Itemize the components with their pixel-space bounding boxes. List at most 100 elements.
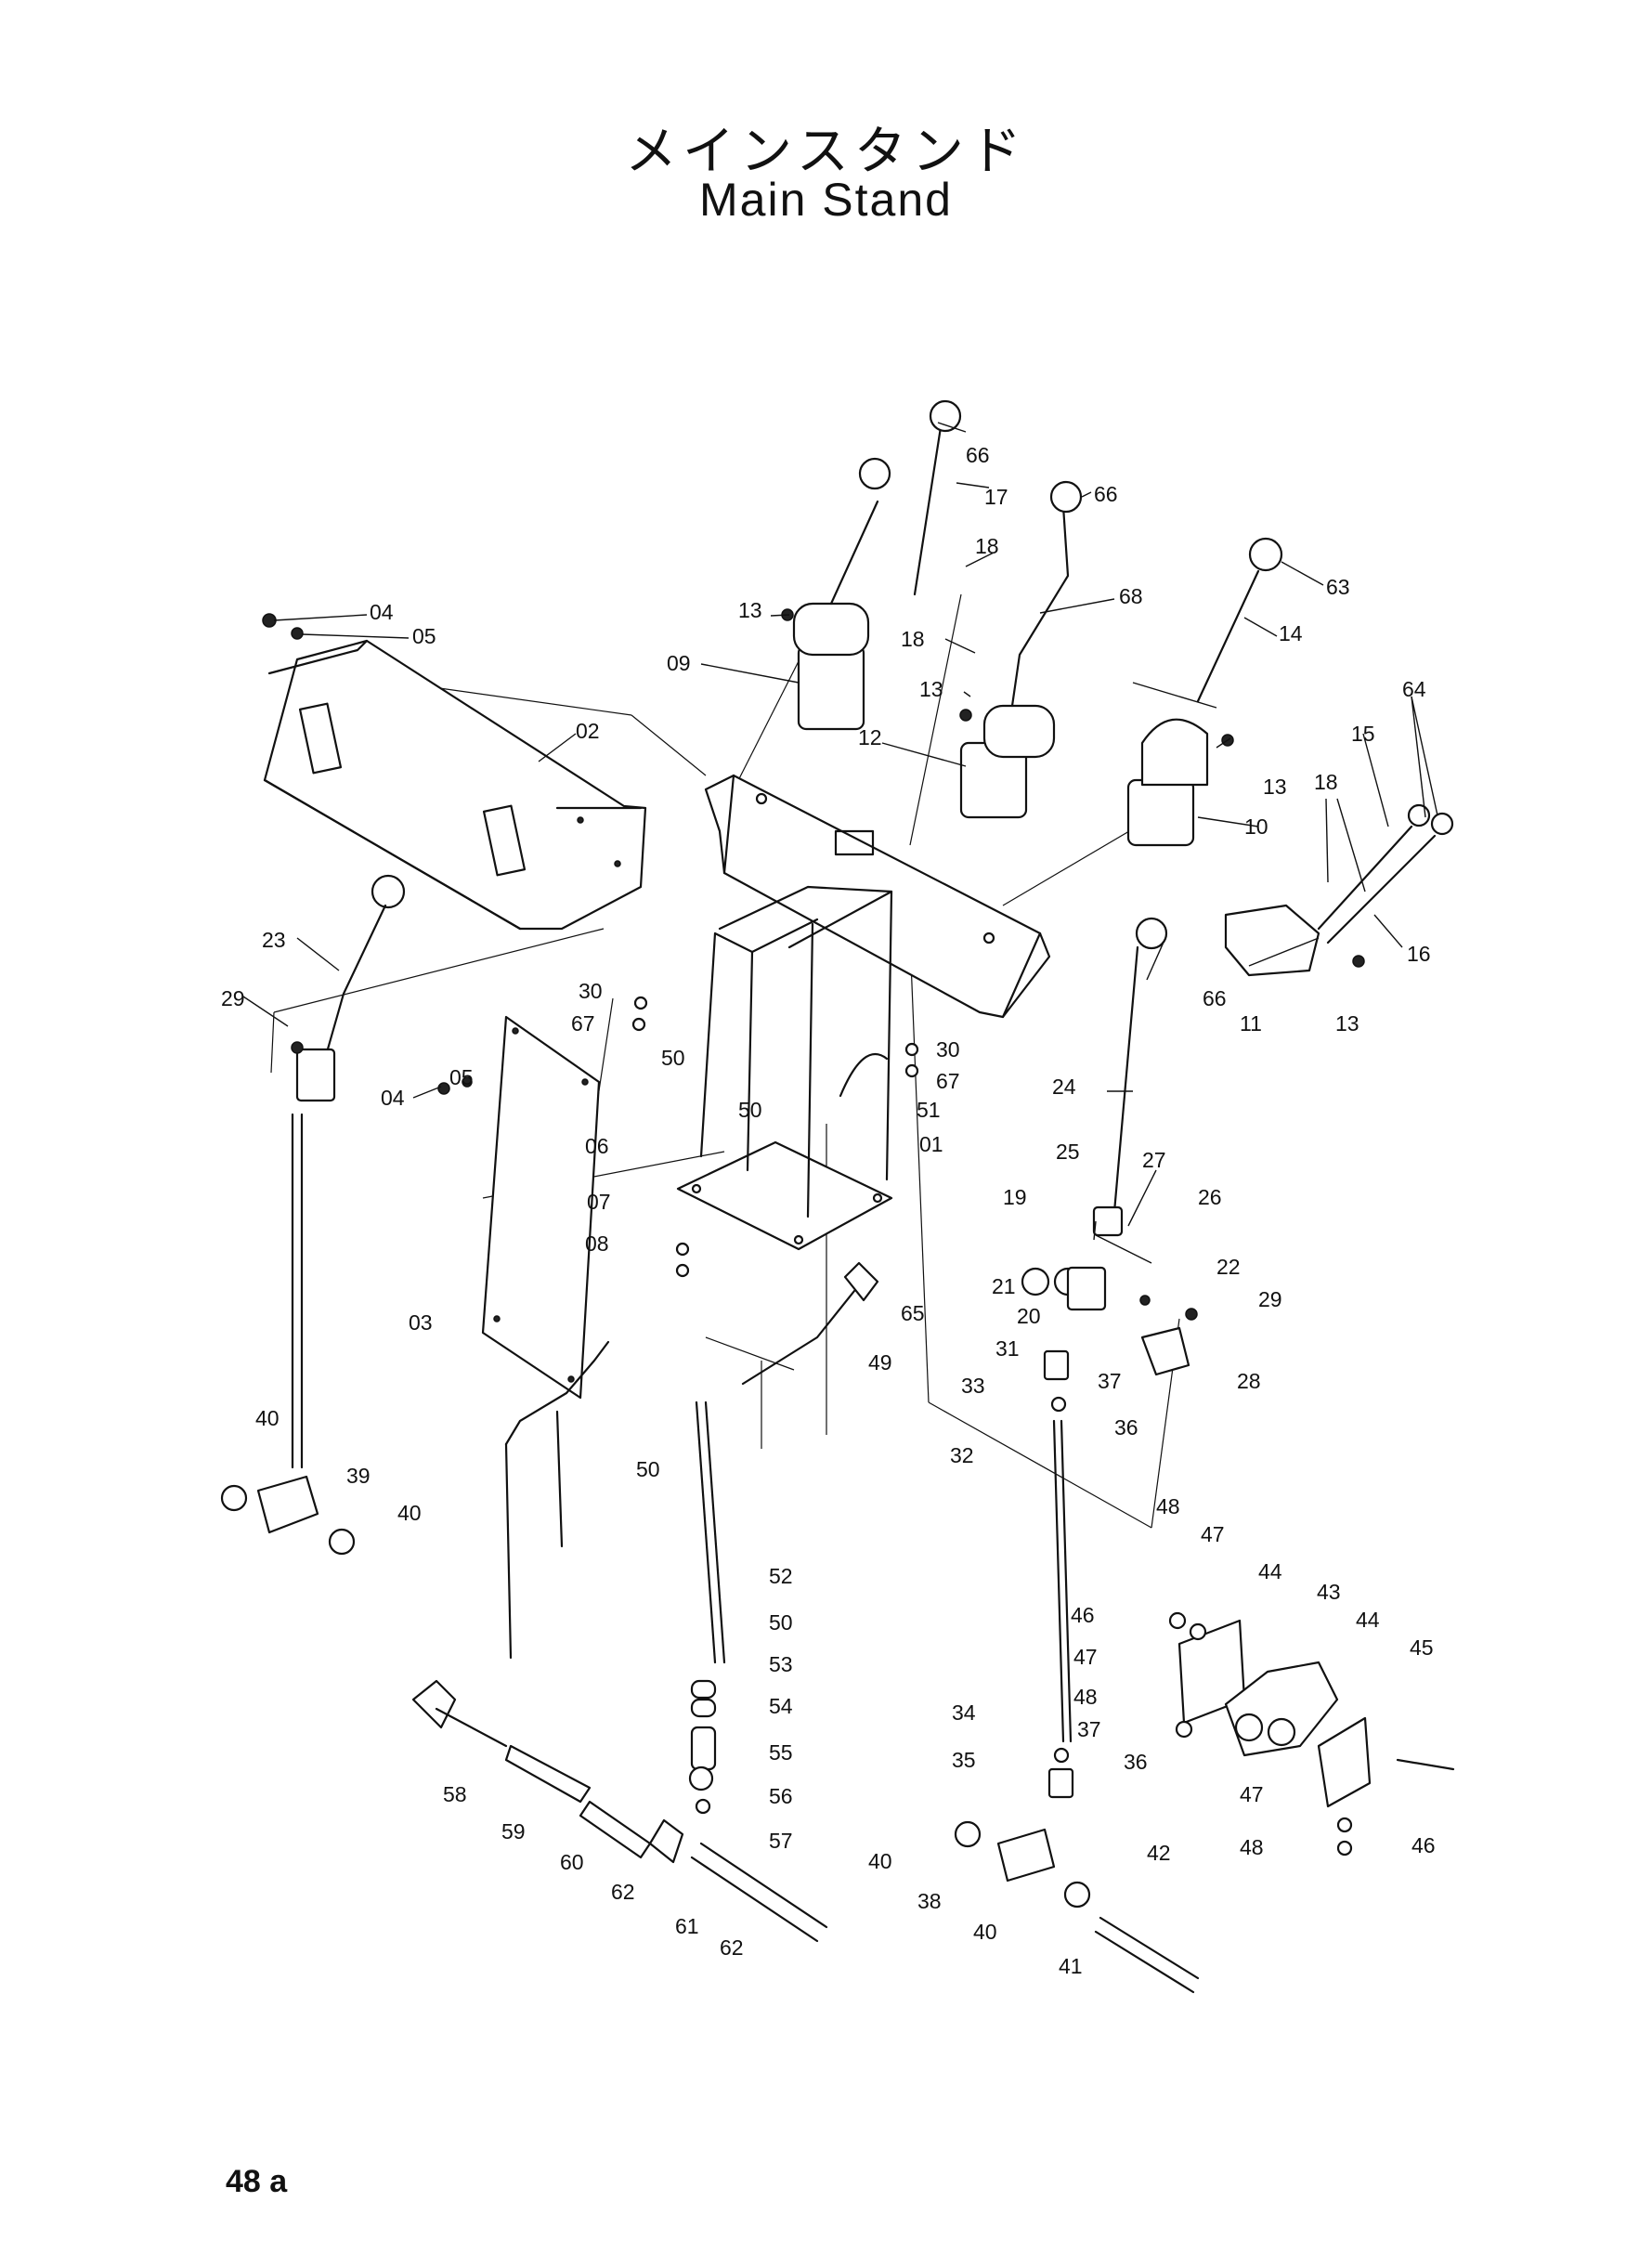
callout-36-b: 36 bbox=[1124, 1750, 1148, 1774]
callout-18-mid: 18 bbox=[901, 627, 925, 651]
callout-41: 41 bbox=[1059, 1954, 1083, 1978]
callout-48-a: 48 bbox=[1156, 1494, 1180, 1518]
callout-17: 17 bbox=[984, 485, 1008, 509]
callout-26: 26 bbox=[1198, 1185, 1222, 1209]
callout-63: 63 bbox=[1326, 575, 1350, 599]
callout-59: 59 bbox=[501, 1819, 526, 1844]
callout-37-a: 37 bbox=[1098, 1369, 1122, 1393]
callout-50-c: 50 bbox=[636, 1457, 660, 1481]
callout-03: 03 bbox=[409, 1310, 433, 1335]
callout-20: 20 bbox=[1017, 1304, 1041, 1328]
callout-40-c: 40 bbox=[868, 1849, 892, 1873]
callout-38: 38 bbox=[917, 1889, 942, 1913]
callout-52: 52 bbox=[769, 1564, 793, 1588]
side-plate-03 bbox=[481, 1015, 601, 1400]
callout-27: 27 bbox=[1142, 1148, 1166, 1172]
callout-12: 12 bbox=[858, 725, 882, 749]
callout-67-b: 67 bbox=[936, 1069, 960, 1093]
callout-13-c: 13 bbox=[1263, 775, 1287, 799]
lever-49-assembly bbox=[741, 1261, 879, 1386]
callout-24: 24 bbox=[1052, 1075, 1076, 1099]
pilot-valve-10 bbox=[1126, 537, 1283, 847]
callout-25: 25 bbox=[1056, 1140, 1080, 1164]
callout-40-d: 40 bbox=[973, 1920, 997, 1944]
callout-47-b: 47 bbox=[1073, 1645, 1098, 1669]
callout-15: 15 bbox=[1351, 722, 1375, 746]
pedal-assembly bbox=[411, 1340, 828, 1943]
callout-21: 21 bbox=[992, 1274, 1016, 1298]
callout-05-a: 05 bbox=[412, 624, 436, 648]
pilot-valve-09 bbox=[792, 399, 962, 731]
callout-66-mid: 66 bbox=[1094, 482, 1118, 506]
callout-04-a: 04 bbox=[370, 600, 394, 624]
callout-33: 33 bbox=[961, 1374, 985, 1398]
callout-44-a: 44 bbox=[1258, 1559, 1282, 1583]
callout-30-a: 30 bbox=[579, 979, 603, 1003]
callout-39: 39 bbox=[346, 1464, 371, 1488]
valve-43-assembly bbox=[1168, 1611, 1455, 1857]
callout-56: 56 bbox=[769, 1784, 793, 1808]
callout-34: 34 bbox=[952, 1700, 976, 1725]
callout-09: 09 bbox=[667, 651, 691, 675]
callout-47-a: 47 bbox=[1201, 1522, 1225, 1546]
title-english: Main Stand bbox=[699, 174, 953, 226]
callout-53: 53 bbox=[769, 1652, 793, 1676]
callout-32: 32 bbox=[950, 1443, 974, 1467]
callout-43: 43 bbox=[1317, 1580, 1341, 1604]
callout-48-c: 48 bbox=[1240, 1835, 1264, 1859]
callout-58: 58 bbox=[443, 1782, 467, 1806]
callout-37-b: 37 bbox=[1077, 1717, 1101, 1741]
pilot-valve-12 bbox=[959, 480, 1083, 819]
callout-50-d: 50 bbox=[769, 1610, 793, 1635]
callout-67-a: 67 bbox=[571, 1011, 595, 1036]
callout-49: 49 bbox=[868, 1350, 892, 1375]
callout-42: 42 bbox=[1147, 1841, 1171, 1865]
callout-labels: 66 17 66 18 63 13 68 14 04 05 18 09 64 1… bbox=[221, 443, 1436, 1978]
callout-68: 68 bbox=[1119, 584, 1143, 608]
callout-47-c: 47 bbox=[1240, 1782, 1264, 1806]
callout-16: 16 bbox=[1407, 942, 1431, 966]
callout-44-b: 44 bbox=[1356, 1608, 1380, 1632]
callout-62-a: 62 bbox=[611, 1880, 635, 1904]
callout-65: 65 bbox=[901, 1301, 925, 1325]
hardware-fasteners bbox=[262, 608, 1365, 1321]
callout-22: 22 bbox=[1216, 1255, 1241, 1279]
callout-48-b: 48 bbox=[1073, 1685, 1098, 1709]
callout-29-a: 29 bbox=[221, 986, 245, 1010]
callout-36-a: 36 bbox=[1114, 1415, 1138, 1440]
callout-02: 02 bbox=[576, 719, 600, 743]
callout-55: 55 bbox=[769, 1740, 793, 1765]
callout-46-b: 46 bbox=[1411, 1833, 1436, 1857]
callout-07: 07 bbox=[587, 1190, 611, 1214]
callout-05-b: 05 bbox=[449, 1065, 474, 1089]
callout-60: 60 bbox=[560, 1850, 584, 1874]
callout-64: 64 bbox=[1402, 677, 1426, 701]
callout-66-top: 66 bbox=[966, 443, 990, 467]
callout-62-b: 62 bbox=[720, 1935, 744, 1960]
callout-06: 06 bbox=[585, 1134, 609, 1158]
callout-51: 51 bbox=[917, 1098, 941, 1122]
callout-18-top: 18 bbox=[975, 534, 999, 558]
callout-28: 28 bbox=[1237, 1369, 1261, 1393]
cover-panel-02 bbox=[263, 639, 647, 931]
callout-46-a: 46 bbox=[1071, 1603, 1095, 1627]
callout-01: 01 bbox=[919, 1132, 943, 1156]
lever-24-assembly bbox=[954, 917, 1200, 1994]
stand-body-01 bbox=[676, 885, 893, 1251]
leader-lines bbox=[242, 422, 1438, 1264]
callout-19: 19 bbox=[1003, 1185, 1027, 1209]
callout-54: 54 bbox=[769, 1694, 793, 1718]
rod-52-assembly bbox=[688, 1401, 726, 1815]
callout-11: 11 bbox=[1240, 1011, 1262, 1036]
page-number: 48 a bbox=[226, 2164, 288, 2199]
top-console-plate bbox=[704, 774, 1051, 1019]
callout-40-b: 40 bbox=[397, 1501, 422, 1525]
callout-18-right: 18 bbox=[1314, 770, 1338, 794]
callout-66-low: 66 bbox=[1203, 986, 1227, 1010]
callout-45: 45 bbox=[1410, 1635, 1434, 1660]
callout-08: 08 bbox=[585, 1231, 609, 1256]
callout-29-b: 29 bbox=[1258, 1287, 1282, 1311]
callout-10: 10 bbox=[1244, 814, 1268, 839]
title-japanese: メインスタンド bbox=[625, 122, 1027, 182]
